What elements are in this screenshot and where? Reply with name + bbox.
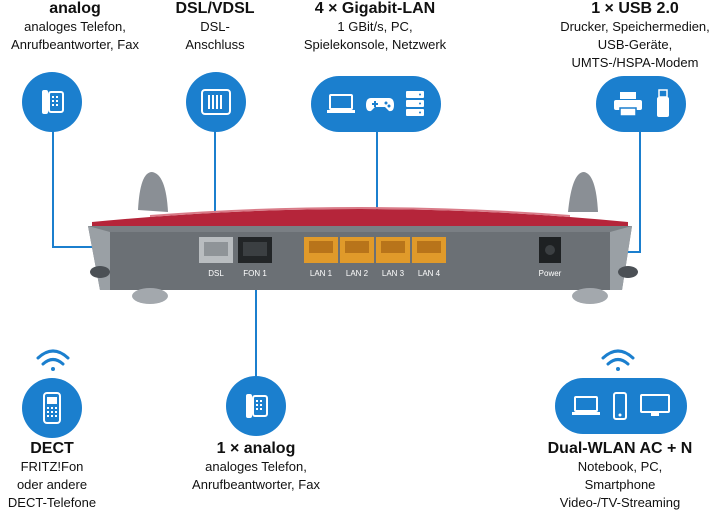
usb-desc: Drucker, Speichermedien, USB-Geräte, UMT… <box>560 19 710 70</box>
dsl-port-inner <box>204 242 228 256</box>
port-label-lan1: LAN 1 <box>310 269 333 278</box>
foot-right <box>572 288 608 304</box>
usb-stick-icon <box>657 89 669 117</box>
lan2-port-inner <box>345 241 369 253</box>
fon1-port-inner <box>243 242 267 256</box>
lan-title: 4 × Gigabit-LAN <box>314 0 436 17</box>
port-label-lan3: LAN 3 <box>382 269 405 278</box>
dect-desc: FRITZ!Fon oder andere DECT-Telefone <box>7 459 97 510</box>
port-label-dsl: DSL <box>208 269 224 278</box>
dsl-socket-icon <box>201 89 231 115</box>
dsl-badge <box>186 72 246 132</box>
wlan-label: Dual-WLAN AC + N Notebook, PC, Smartphon… <box>530 440 710 512</box>
analog-desc: analoges Telefon, Anrufbeantworter, Fax <box>11 19 139 52</box>
antenna-right <box>568 172 598 212</box>
lan3-port-inner <box>381 241 405 253</box>
fon1-phone-badge <box>226 376 286 436</box>
printer-icon <box>614 92 642 117</box>
fon1-analog-desc: analoges Telefon, Anrufbeantworter, Fax <box>192 459 320 492</box>
wlan-desc: Notebook, PC, Smartphone Video-/TV-Strea… <box>559 459 681 510</box>
port-label-fon1: FON 1 <box>243 269 267 278</box>
port-label-lan2: LAN 2 <box>346 269 369 278</box>
wlan-title: Dual-WLAN AC + N <box>547 440 693 457</box>
antenna-left <box>138 172 168 212</box>
foot-left <box>132 288 168 304</box>
desk-phone-icon <box>246 394 268 418</box>
dsl-desc: DSL- Anschluss <box>185 19 245 52</box>
usb-devices-badge <box>596 76 686 132</box>
dsl-label: DSL/VDSL DSL- Anschluss <box>150 0 280 54</box>
lan-label: 4 × Gigabit-LAN 1 GBit/s, PC, Spielekons… <box>285 0 465 54</box>
foot-side-right <box>618 266 638 278</box>
analog-label-top: analog analoges Telefon, Anrufbeantworte… <box>0 0 150 54</box>
smartphone-icon <box>612 392 627 420</box>
desk-phone-icon <box>42 90 64 114</box>
usb-title: 1 × USB 2.0 <box>591 0 679 17</box>
wlan-devices-badge <box>555 378 687 434</box>
cordless-phone-icon <box>43 392 61 424</box>
dect-label: DECT FRITZ!Fon oder andere DECT-Telefone <box>0 440 104 512</box>
port-label-lan4: LAN 4 <box>418 269 441 278</box>
tv-icon <box>640 394 671 416</box>
wifi-icon-dect <box>36 349 70 371</box>
lan1-port-inner <box>309 241 333 253</box>
wifi-icon-wlan <box>601 349 635 371</box>
dsl-title: DSL/VDSL <box>175 0 255 17</box>
line-analog <box>52 128 110 248</box>
lan4-port-inner <box>417 241 441 253</box>
router-side-left <box>88 226 110 290</box>
dect-badge <box>22 378 82 438</box>
lan-devices-badge <box>311 76 441 132</box>
server-icon <box>406 91 425 116</box>
dect-title: DECT <box>30 440 74 457</box>
laptop-icon <box>571 396 600 415</box>
analog-label-bottom: 1 × analog analoges Telefon, Anrufbeantw… <box>170 440 342 494</box>
port-label-power: Power <box>539 269 562 278</box>
router-highlight <box>149 207 571 217</box>
usb-label: 1 × USB 2.0 Drucker, Speichermedien, USB… <box>550 0 720 72</box>
router-side-right <box>610 226 632 290</box>
analog-title: analog <box>49 0 101 17</box>
gamepad-icon <box>365 98 394 112</box>
foot-side-left <box>90 266 110 278</box>
power-port-inner <box>545 245 555 255</box>
lan-desc: 1 GBit/s, PC, Spielekonsole, Netzwerk <box>303 19 447 52</box>
laptop-icon <box>326 94 355 113</box>
analog-phone-badge <box>22 72 82 132</box>
router: DSL FON 1 LAN 1 LAN 2 LAN 3 LAN 4 Power <box>88 172 638 304</box>
fon1-analog-title: 1 × analog <box>216 440 296 457</box>
